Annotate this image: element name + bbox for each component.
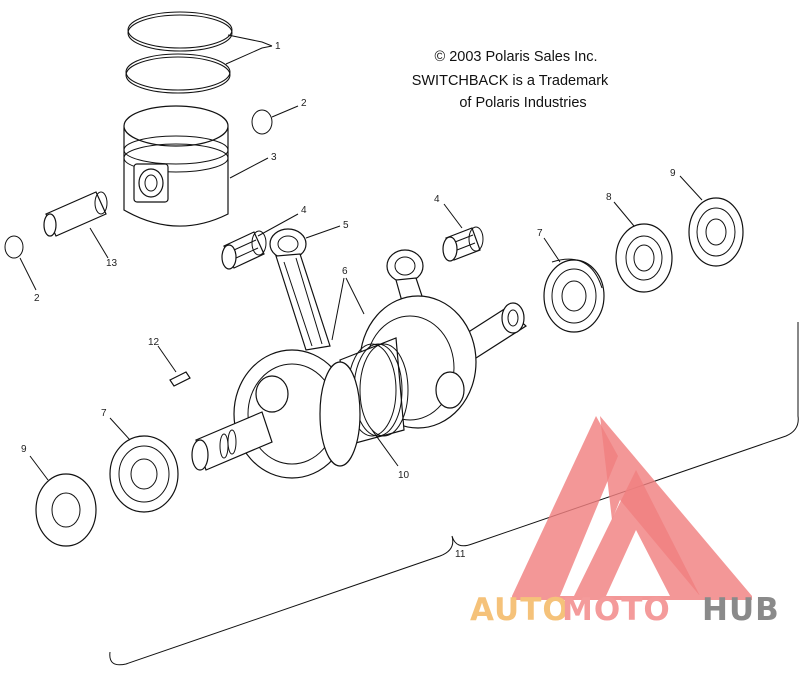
main-bearing-right	[543, 258, 605, 333]
crankshaft-assembly	[191, 295, 527, 479]
callout-10: 10	[398, 470, 410, 481]
callout-4-left: 4	[301, 205, 307, 216]
automotohub-logo	[512, 416, 752, 600]
main-bearing-left	[109, 435, 179, 513]
piston	[123, 105, 229, 227]
piston-rings	[125, 11, 233, 94]
copyright-note: © 2003 Polaris Sales Inc. SWITCHBACK is …	[412, 49, 609, 111]
callout-9-right: 9	[670, 168, 676, 179]
copyright-line-1: © 2003 Polaris Sales Inc.	[434, 49, 597, 65]
circlip-upper	[251, 109, 273, 135]
needle-bearing-left	[221, 230, 267, 270]
automotohub-watermark: AUTO MOTO HUB	[470, 416, 780, 628]
callout-1: 1	[275, 41, 281, 52]
callout-3: 3	[271, 152, 277, 163]
watermark-auto: AUTO	[470, 592, 570, 628]
needle-bearing-right	[442, 226, 484, 262]
callout-8: 8	[606, 192, 612, 203]
callout-13: 13	[106, 258, 118, 269]
bearing-seal	[615, 223, 673, 293]
woodruff-key	[169, 371, 191, 387]
oil-seal-left	[35, 473, 97, 547]
callout-4-right: 4	[434, 194, 440, 205]
callout-9-left: 9	[21, 444, 27, 455]
callout-7-left: 7	[101, 408, 107, 419]
connecting-rod-left	[269, 228, 331, 351]
watermark-hub: HUB	[702, 592, 780, 628]
callout-11: 11	[455, 549, 466, 560]
callout-7-right: 7	[537, 228, 543, 239]
oil-seal-right	[688, 197, 744, 267]
assembly-bracket	[109, 322, 799, 666]
copyright-line-2: SWITCHBACK is a Trademark	[412, 73, 609, 89]
callout-12: 12	[148, 337, 160, 348]
callout-2-upper: 2	[301, 98, 307, 109]
copyright-line-3: of Polaris Industries	[459, 95, 586, 111]
callout-2-lower: 2	[34, 293, 40, 304]
circlip-lower	[4, 235, 24, 259]
callout-6: 6	[342, 266, 348, 277]
watermark-moto: MOTO	[562, 592, 671, 628]
wrist-pin	[43, 191, 108, 237]
callout-5: 5	[343, 220, 349, 231]
